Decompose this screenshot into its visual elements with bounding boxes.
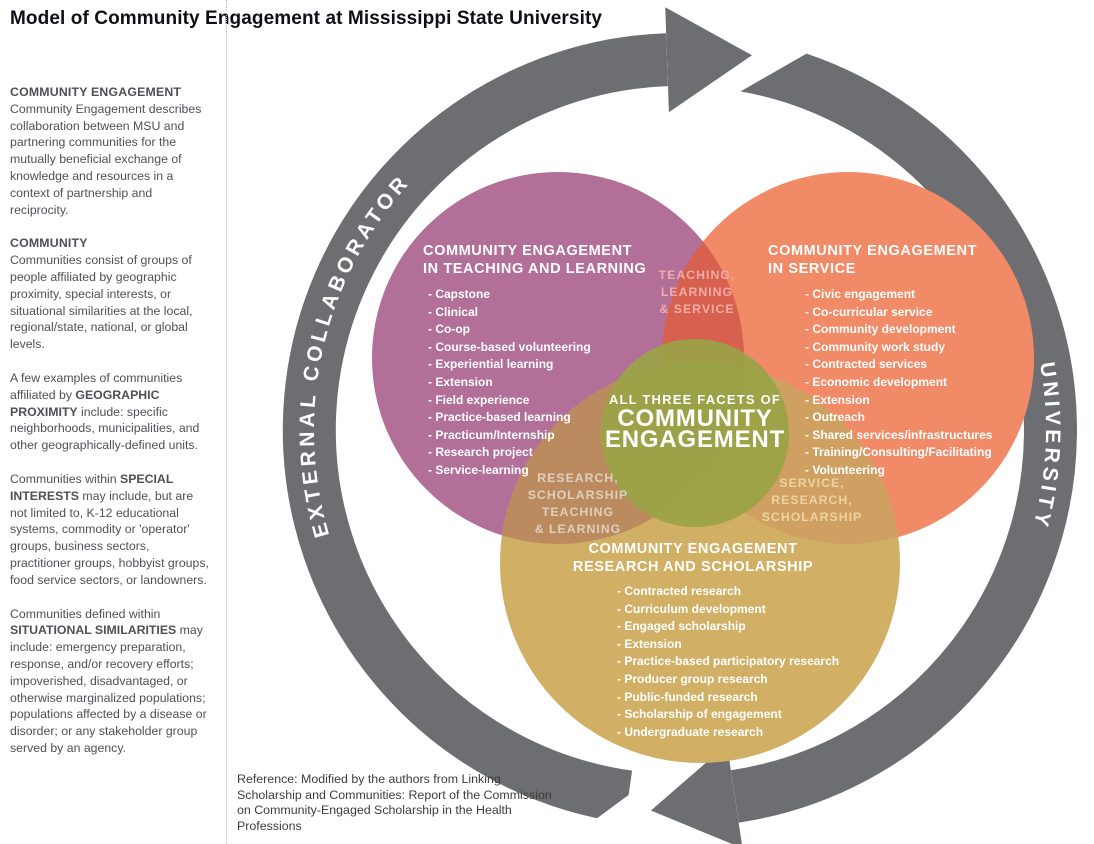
service-block: COMMUNITY ENGAGEMENT IN SERVICE - Civic …: [768, 242, 992, 480]
title-line: RESEARCH AND SCHOLARSHIP: [572, 559, 814, 575]
page-title: Model of Community Engagement at Mississ…: [10, 8, 603, 29]
title-line: COMMUNITY ENGAGEMENT: [423, 243, 633, 259]
list-item: - Outreach: [805, 410, 866, 425]
list-item: - Engaged scholarship: [617, 619, 746, 634]
list-item: - Co-op: [428, 322, 470, 337]
list-item: - Practice-based learning: [428, 410, 571, 425]
reference-note: Reference: Modified by the authors from …: [237, 772, 597, 834]
sidebar: COMMUNITY ENGAGEMENT Community Engagemen…: [10, 84, 212, 774]
list-item: - Shared services/infrastructures: [805, 427, 993, 442]
list-item: - Practicum/Internship: [428, 427, 555, 442]
list-item: - Clinical: [428, 304, 479, 319]
overlap-label-line: RESEARCH,: [537, 471, 619, 485]
overlap-label-line: & LEARNING: [534, 522, 622, 536]
list-item: - Scholarship of engagement: [617, 707, 782, 722]
sidebar-section-heading: COMMUNITY: [10, 236, 88, 251]
sidebar-bold-term: GEOGRAPHIC PROXIMITY: [10, 387, 160, 419]
sidebar-section-special-interests: Communities within SPECIAL INTERESTS may…: [10, 471, 212, 589]
sidebar-bold-term: SPECIAL INTERESTS: [10, 471, 174, 503]
reference-line: Professions: [237, 818, 302, 833]
sidebar-bold-term: SITUATIONAL SIMILARITIES: [10, 623, 177, 638]
list-item: - Experiential learning: [428, 357, 554, 372]
overlap-service-research: [662, 363, 900, 544]
center-label-line: ENGAGEMENT: [604, 426, 785, 453]
list-item: - Field experience: [428, 392, 530, 407]
sidebar-section-heading: COMMUNITY ENGAGEMENT: [10, 85, 182, 99]
list-item: - Community development: [805, 322, 956, 337]
list-item: - Civic engagement: [805, 287, 916, 301]
list-item: - Capstone: [428, 287, 491, 301]
overlap-label-service-research: SERVICE, RESEARCH, SCHOLARSHIP: [727, 475, 897, 526]
research-scholarship-block: COMMUNITY ENGAGEMENT RESEARCH AND SCHOLA…: [538, 540, 848, 741]
list-item: - Service-learning: [428, 462, 529, 477]
list-item: - Contracted research: [617, 584, 742, 598]
center-label-line: ALL THREE FACETS OF: [608, 392, 782, 407]
sidebar-text: may include, but are not limited to, K-1…: [10, 488, 209, 587]
list-item: - Contracted services: [805, 357, 928, 372]
sidebar-section-community-engagement: COMMUNITY ENGAGEMENT Community Engagemen…: [10, 84, 212, 218]
ring-band-left: [282, 33, 669, 824]
sidebar-section-community: COMMUNITY Communities consist of groups …: [10, 235, 212, 353]
overlap-label-line: TEACHING,: [658, 268, 736, 282]
overlap-label-teaching-service: TEACHING, LEARNING & SERVICE: [617, 267, 777, 318]
title-line: COMMUNITY ENGAGEMENT: [768, 243, 978, 259]
ring-arrow-bottom-icon: [650, 744, 743, 844]
service-title: COMMUNITY ENGAGEMENT IN SERVICE: [768, 242, 992, 278]
sidebar-section-situational-similarities: Communities defined within SITUATIONAL S…: [10, 606, 212, 757]
sidebar-section-body: Communities consist of groups of people …: [10, 253, 193, 352]
overlap-teaching-research: [500, 363, 744, 544]
teaching-learning-title: COMMUNITY ENGAGEMENT IN TEACHING AND LEA…: [423, 242, 646, 278]
list-item: - Research project: [428, 445, 533, 460]
ring-arrow-top-icon: [665, 7, 752, 113]
reference-line: on Community-Engaged Scholarship in the …: [237, 803, 512, 818]
overlap-label-line: LEARNING: [660, 285, 734, 299]
list-item: - Producer group research: [617, 671, 768, 686]
list-item: - Economic development: [805, 374, 948, 389]
teaching-learning-block: COMMUNITY ENGAGEMENT IN TEACHING AND LEA…: [423, 242, 646, 480]
list-item: - Practice-based participatory research: [617, 654, 840, 669]
list-item: - Training/Consulting/Facilitating: [805, 445, 992, 460]
circle-all-three-facets: [601, 339, 789, 527]
sidebar-text: include: specific neighborhoods, municip…: [10, 404, 200, 453]
all-three-facets-label: ALL THREE FACETS OF COMMUNITY ENGAGEMENT: [565, 391, 825, 453]
sidebar-text: Communities defined within: [10, 606, 161, 621]
list-item: - Undergraduate research: [617, 724, 764, 739]
reference-line: Reference: Modified by the authors from …: [237, 772, 501, 786]
overlap-label-line: RESEARCH,: [771, 493, 853, 507]
overlap-label-line: SCHOLARSHIP: [527, 488, 629, 502]
list-item: - Extension: [428, 374, 493, 389]
research-scholarship-items: - Contracted research - Curriculum develo…: [617, 583, 848, 741]
title-line: COMMUNITY ENGAGEMENT: [588, 541, 798, 557]
overlap-label-line: SERVICE,: [779, 476, 845, 490]
list-item: - Course-based volunteering: [428, 339, 591, 354]
sidebar-text: Communities within: [10, 471, 121, 486]
sidebar-section-geographic-proximity: A few examples of communities affiliated…: [10, 370, 212, 454]
title-line: IN TEACHING AND LEARNING: [423, 261, 647, 277]
sidebar-section-body: Community Engagement describes collabora…: [10, 101, 202, 217]
list-item: - Curriculum development: [617, 601, 766, 616]
title-line: IN SERVICE: [768, 261, 856, 277]
overlap-label-line: SCHOLARSHIP: [761, 510, 863, 524]
overlap-label-line: & SERVICE: [659, 302, 735, 316]
sidebar-text: may include: emergency preparation, resp…: [10, 623, 207, 755]
teaching-learning-items: - Capstone - Clinical - Co-op - Course-base…: [428, 286, 646, 480]
list-item: - Co-curricular service: [805, 304, 933, 319]
vertical-dotted-divider: [226, 0, 227, 844]
service-items: - Civic engagement - Co-curricular servic…: [805, 286, 992, 480]
list-item: - Extension: [617, 636, 682, 651]
center-label-line: COMMUNITY: [617, 405, 773, 432]
research-scholarship-title: COMMUNITY ENGAGEMENT RESEARCH AND SCHOLA…: [538, 540, 848, 576]
overlap-label-teaching-research: RESEARCH, SCHOLARSHIP TEACHING & LEARNIN…: [493, 470, 663, 538]
ring-band-right: [730, 39, 1077, 823]
list-item: - Extension: [805, 392, 870, 407]
overlap-label-line: TEACHING: [541, 505, 615, 519]
list-item: - Volunteering: [805, 462, 885, 477]
list-item: - Community work study: [805, 339, 946, 354]
list-item: - Public-funded research: [617, 689, 758, 704]
reference-line: Scholarship and Communities: Report of t…: [237, 787, 552, 802]
sidebar-text: A few examples of communities affiliated…: [10, 370, 183, 402]
